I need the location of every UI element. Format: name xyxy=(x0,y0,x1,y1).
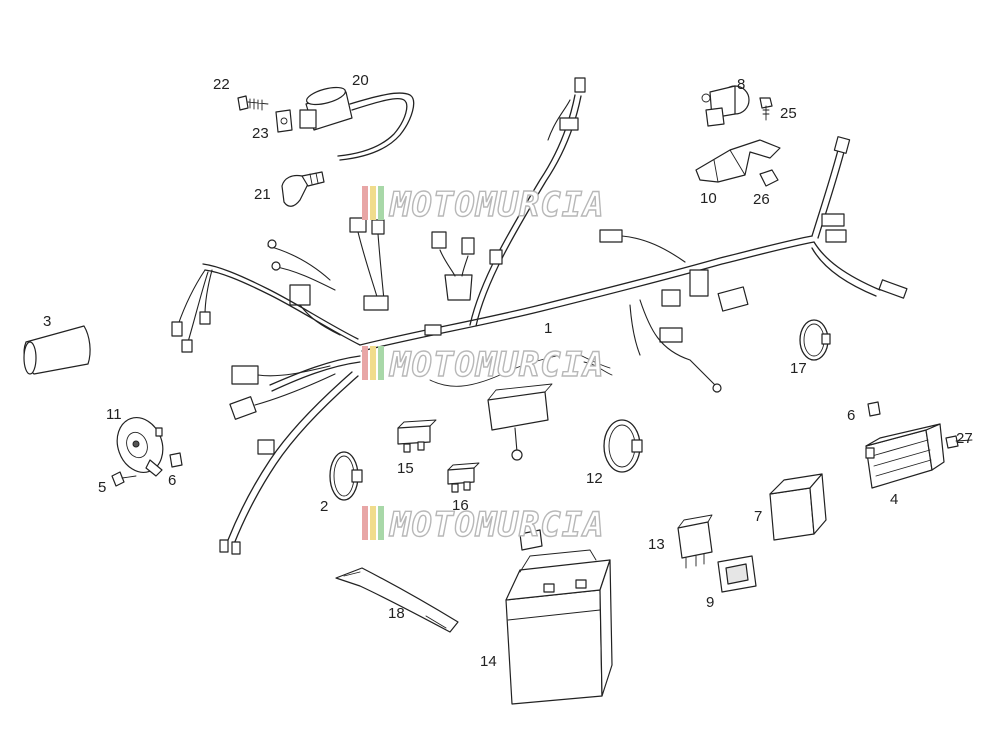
ignition-coil xyxy=(299,86,415,161)
fuse-large xyxy=(397,419,437,453)
label-voltage-regulator: 4 xyxy=(890,491,898,508)
label-spark-plug-cap: 21 xyxy=(254,186,271,203)
battery xyxy=(505,549,613,705)
relay-bracket xyxy=(695,139,781,183)
flasher-relay xyxy=(677,514,713,569)
coil-screw xyxy=(237,95,269,111)
watermark-stripe-2 xyxy=(370,346,376,380)
cable-clamp-center xyxy=(603,419,643,473)
label-battery: 14 xyxy=(480,653,497,670)
label-regulator-screw: 27 xyxy=(956,430,973,447)
label-coil-clip-nut: 23 xyxy=(252,125,269,142)
label-relay-box: 7 xyxy=(754,508,762,525)
label-wiring-harness: 1 xyxy=(544,320,552,337)
relay-box xyxy=(769,473,827,541)
label-battery-strap: 18 xyxy=(388,605,405,622)
horn-screw xyxy=(111,471,137,487)
label-regulator-nut: 6 xyxy=(847,407,855,424)
spark-plug-cap xyxy=(281,171,325,207)
regulator-screw xyxy=(945,435,973,449)
grip-cover xyxy=(23,325,91,375)
relay-socket xyxy=(717,555,757,593)
fuse-holder xyxy=(519,529,543,551)
label-coil-screw: 22 xyxy=(213,76,230,93)
starter-relay xyxy=(701,85,750,127)
watermark-stripe-1 xyxy=(362,186,368,220)
coil-clip-nut xyxy=(275,109,293,133)
watermark-text: MOTOMURCIA xyxy=(389,345,605,385)
horn-nut xyxy=(169,452,183,468)
label-relay-screw: 25 xyxy=(780,105,797,122)
battery-strap xyxy=(335,567,459,633)
watermark-top: MOTOMURCIA xyxy=(362,184,605,226)
label-starter-relay: 8 xyxy=(737,76,745,93)
watermark-stripe-1 xyxy=(362,506,368,540)
watermark-stripe-1 xyxy=(362,346,368,380)
label-relay-bracket: 10 xyxy=(700,190,717,207)
horn xyxy=(116,417,164,477)
label-ignition-coil: 20 xyxy=(352,72,369,89)
watermark-middle: MOTOMURCIA xyxy=(362,344,605,386)
regulator-nut xyxy=(867,401,881,417)
label-horn-nut: 6 xyxy=(168,472,176,489)
label-relay-nut: 26 xyxy=(753,191,770,208)
label-fuse-large: 15 xyxy=(397,460,414,477)
watermark-bottom: MOTOMURCIA xyxy=(362,504,605,546)
relay-screw xyxy=(759,97,773,121)
label-relay-socket: 9 xyxy=(706,594,714,611)
fuse-small xyxy=(447,462,480,493)
label-fuse-small: 16 xyxy=(452,497,469,514)
watermark-stripe-3 xyxy=(378,186,384,220)
watermark-stripe-3 xyxy=(378,346,384,380)
label-horn: 11 xyxy=(106,406,122,423)
label-cable-clamp-right: 17 xyxy=(790,360,807,377)
label-flasher-relay: 13 xyxy=(648,536,665,553)
wiring-harness xyxy=(171,77,908,555)
label-cable-clamp-left: 2 xyxy=(320,498,328,515)
label-horn-screw: 5 xyxy=(98,479,106,496)
watermark-stripe-3 xyxy=(378,506,384,540)
cable-clamp-left xyxy=(329,451,363,501)
part-labels: 1 2 3 4 5 6 6 7 8 9 10 11 12 13 14 15 16… xyxy=(43,72,973,670)
watermark-text: MOTOMURCIA xyxy=(389,185,605,225)
voltage-regulator xyxy=(865,423,945,489)
label-grip-cover: 3 xyxy=(43,313,51,330)
watermark-text: MOTOMURCIA xyxy=(389,505,605,545)
relay-nut xyxy=(759,169,779,187)
label-cable-clamp-center: 12 xyxy=(586,470,603,487)
cable-clamp-right xyxy=(799,319,831,361)
watermark-stripe-2 xyxy=(370,506,376,540)
watermark-stripe-2 xyxy=(370,186,376,220)
